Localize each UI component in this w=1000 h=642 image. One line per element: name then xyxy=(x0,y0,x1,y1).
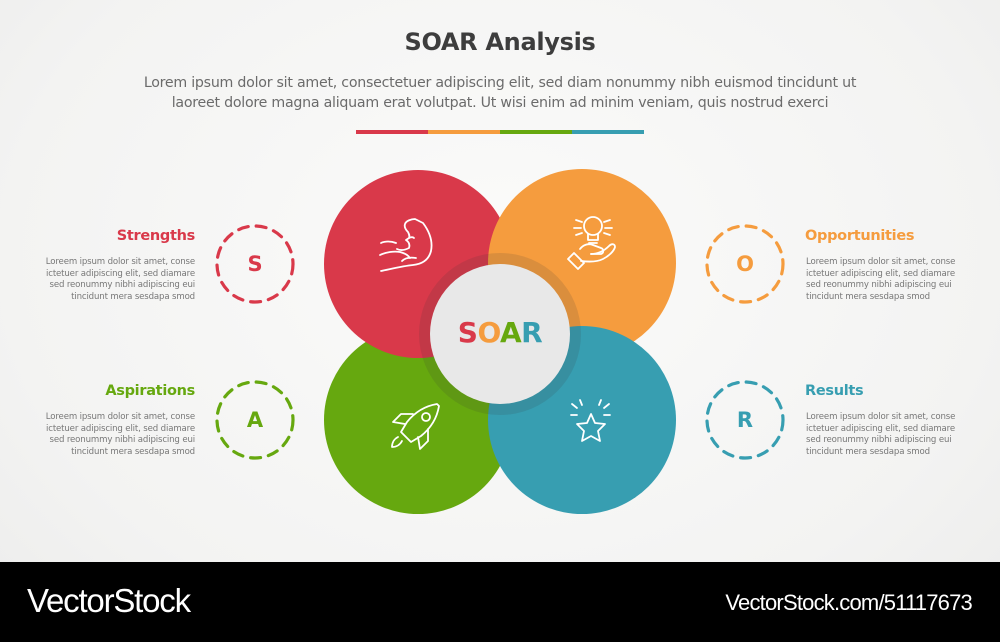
aspirations-dashed-ring xyxy=(215,380,295,460)
page-subtitle: Lorem ipsum dolor sit amet, consectetuer… xyxy=(60,73,940,113)
results-description: Loreem ipsum dolor sit amet, conse ictet… xyxy=(806,412,956,457)
center-letter-o: O xyxy=(477,316,500,349)
aspirations-title: Aspirations xyxy=(105,383,195,399)
page-title: SOAR Analysis xyxy=(404,28,596,56)
strengths-title: Strengths xyxy=(116,228,196,244)
strengths-description: Loreem ipsum dolor sit amet, conse ictet… xyxy=(45,257,195,302)
flexed-bicep-icon xyxy=(379,218,433,272)
strengths-letter: S xyxy=(247,252,263,276)
divider-segment-aspirations xyxy=(500,130,572,134)
soar-circle-diagram xyxy=(215,169,785,514)
subtitle-line-2: laoreet dolore magna aliquam erat volutp… xyxy=(171,95,829,111)
results-title: Results xyxy=(805,383,864,399)
center-soar-label: SOAR xyxy=(430,316,570,349)
opportunities-title: Opportunities xyxy=(805,228,915,244)
footer-brand: VectorStock xyxy=(27,582,191,619)
center-letter-s: S xyxy=(457,316,478,349)
subtitle-line-1: Lorem ipsum dolor sit amet, consectetuer… xyxy=(143,75,857,91)
footer-url: VectorStock.com/51117673 xyxy=(725,590,972,615)
opportunities-letter: O xyxy=(736,252,754,276)
divider-segment-results xyxy=(572,130,644,134)
results-letter: R xyxy=(736,408,754,432)
aspirations-letter: A xyxy=(246,408,264,432)
watermark-footer: VectorStock VectorStock.com/51117673 xyxy=(0,562,1000,642)
lightbulb-hand-icon xyxy=(567,216,616,270)
opportunities-description: Loreem ipsum dolor sit amet, conse ictet… xyxy=(806,257,956,302)
shining-star-icon xyxy=(570,399,611,442)
color-divider xyxy=(356,130,644,134)
divider-segment-strengths xyxy=(356,130,428,134)
rocket-icon xyxy=(391,403,440,450)
strengths-dashed-ring xyxy=(215,224,295,304)
center-letter-r: R xyxy=(521,316,543,349)
aspirations-description: Loreem ipsum dolor sit amet, conse ictet… xyxy=(45,412,195,457)
results-dashed-ring xyxy=(705,380,785,460)
opportunities-dashed-ring xyxy=(705,224,785,304)
divider-segment-opportunities xyxy=(428,130,500,134)
center-circle xyxy=(430,264,570,404)
center-letter-a: A xyxy=(500,316,522,349)
